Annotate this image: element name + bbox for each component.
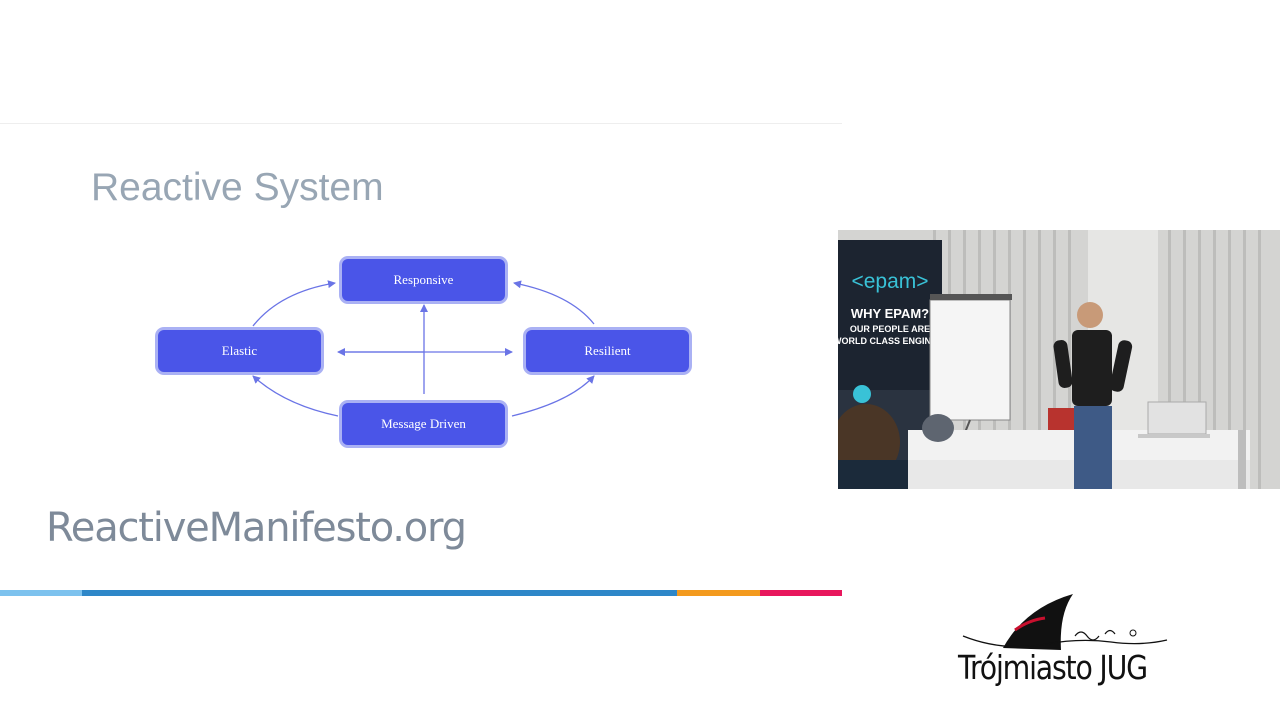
diagram-arrows xyxy=(252,280,595,417)
banner-line1: OUR PEOPLE ARE xyxy=(850,324,930,334)
arrow-resilient-responsive xyxy=(513,280,595,325)
node-responsive: Responsive xyxy=(342,259,505,301)
color-bar-segment xyxy=(82,590,677,596)
node-resilient: Resilient xyxy=(526,330,689,372)
logo-text: Trójmiasto JUG xyxy=(958,648,1148,687)
banner-line2: WORLD CLASS ENGINEE xyxy=(838,336,943,346)
slide-title: Reactive System xyxy=(91,166,384,209)
shark-fin-icon xyxy=(1003,594,1073,650)
banner-brand: <epam> xyxy=(851,270,928,293)
slide-color-bar xyxy=(0,590,842,596)
arrow-elastic-responsive xyxy=(252,280,336,327)
arrow-message-resilient xyxy=(511,375,595,417)
node-message-driven: Message Driven xyxy=(342,403,505,445)
video-scene: <epam> WHY EPAM? OUR PEOPLE ARE WORLD CL… xyxy=(838,230,1280,489)
color-bar-segment xyxy=(0,590,82,596)
arrow-message-elastic xyxy=(252,375,339,417)
trojmiasto-jug-logo xyxy=(962,594,1168,650)
color-bar-segment xyxy=(760,590,842,596)
slide-divider xyxy=(0,123,842,124)
banner-headline: WHY EPAM? xyxy=(851,306,929,321)
manifesto-url: ReactiveManifesto.org xyxy=(46,505,467,551)
node-elastic: Elastic xyxy=(158,330,321,372)
color-bar-segment xyxy=(677,590,760,596)
speaker-video: <epam> WHY EPAM? OUR PEOPLE ARE WORLD CL… xyxy=(838,230,1280,489)
slide: Reactive System xyxy=(0,123,842,596)
